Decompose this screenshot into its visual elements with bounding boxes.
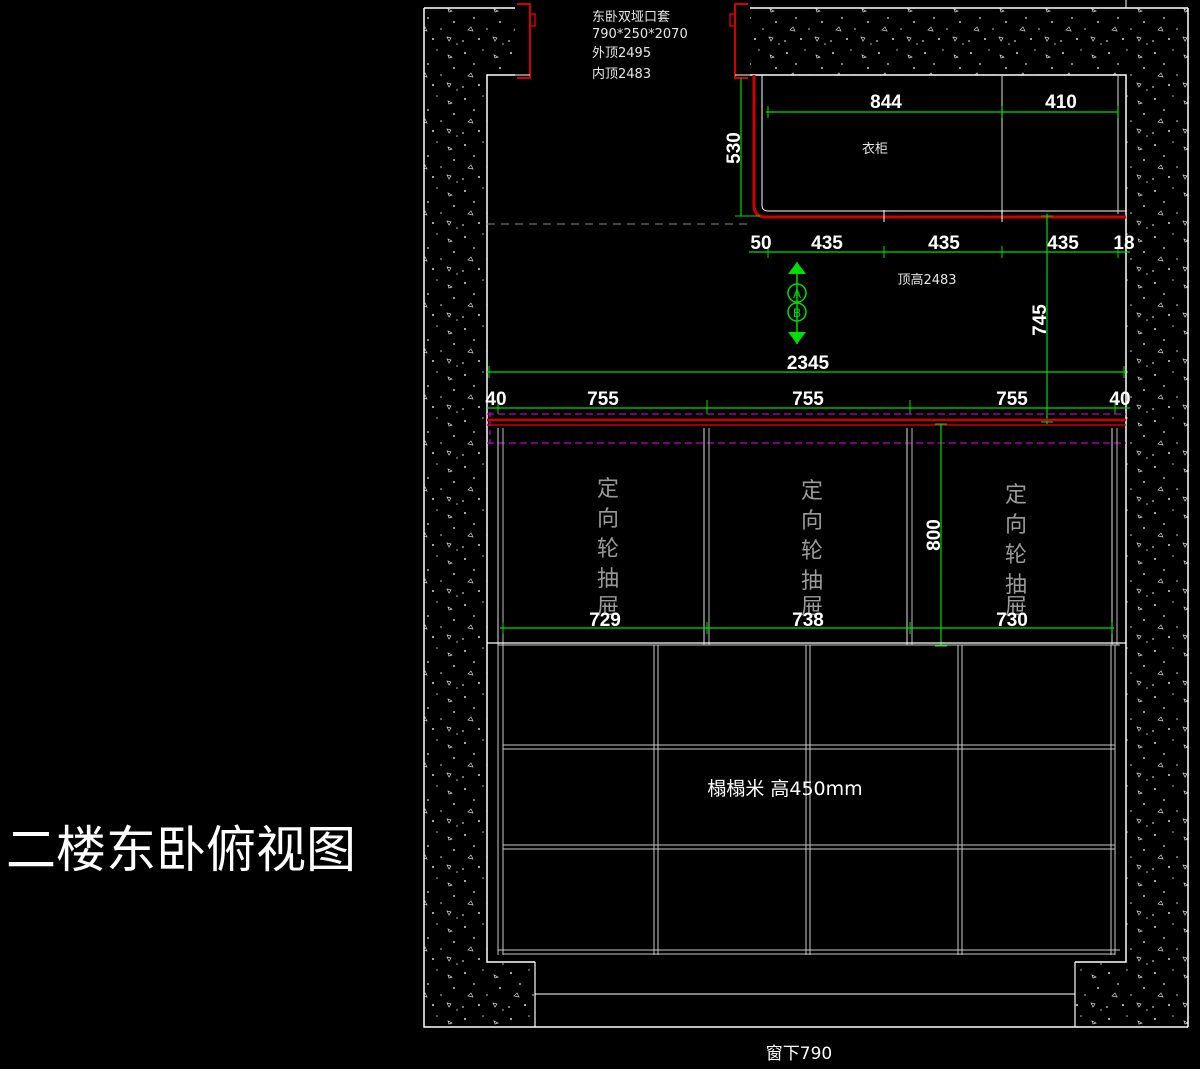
svg-text:抽: 抽 bbox=[801, 569, 823, 594]
window-sill bbox=[534, 962, 1076, 1027]
wall-outer-outline bbox=[423, 8, 1189, 1028]
svg-text:东卧双垭口套: 东卧双垭口套 bbox=[592, 9, 670, 25]
svg-text:轮: 轮 bbox=[801, 539, 823, 564]
svg-text:向: 向 bbox=[597, 507, 619, 532]
page-title: 二楼东卧俯视图 bbox=[6, 821, 356, 879]
svg-text:定: 定 bbox=[1005, 483, 1027, 508]
tatami-grid: 榻榻米 高450mm bbox=[487, 642, 1126, 955]
tatami-edge bbox=[487, 412, 1126, 446]
svg-text:729: 729 bbox=[589, 610, 621, 631]
svg-text:40: 40 bbox=[485, 389, 506, 410]
window-label: 窗下790 bbox=[766, 1044, 832, 1064]
section-marker-icon: A B bbox=[787, 262, 807, 344]
svg-text:抽: 抽 bbox=[597, 567, 619, 592]
svg-text:屉: 屉 bbox=[597, 595, 619, 620]
drawer-label-3: 定 向 轮 抽 屉 bbox=[1005, 483, 1027, 620]
wardrobe-bottom-dim-435b: 435 bbox=[928, 233, 960, 254]
svg-text:790*250*2070: 790*250*2070 bbox=[592, 27, 688, 42]
wall-right bbox=[1126, 8, 1188, 1027]
svg-text:向: 向 bbox=[1005, 513, 1027, 538]
wardrobe: 844 410 衣柜 530 50 435 435 435 18 bbox=[724, 75, 1135, 258]
svg-text:745: 745 bbox=[1030, 304, 1051, 336]
wall-bottom-left bbox=[487, 962, 535, 1027]
svg-text:755: 755 bbox=[792, 389, 824, 410]
svg-text:轮: 轮 bbox=[1005, 543, 1027, 568]
drawer-section: 定 向 轮 抽 屉 定 向 轮 抽 屉 定 向 轮 抽 屉 729 738 73… bbox=[497, 423, 1118, 647]
drawer-label-2: 定 向 轮 抽 屉 bbox=[801, 479, 823, 620]
wardrobe-depth-dim: 530 bbox=[724, 132, 745, 164]
svg-text:730: 730 bbox=[996, 610, 1028, 631]
svg-text:2345: 2345 bbox=[787, 353, 830, 374]
svg-text:向: 向 bbox=[801, 509, 823, 534]
ceiling-height-note: 顶高2483 bbox=[897, 272, 956, 288]
svg-text:抽: 抽 bbox=[1005, 573, 1027, 598]
wardrobe-dim-410: 410 bbox=[1045, 92, 1077, 113]
svg-text:定: 定 bbox=[597, 477, 619, 502]
svg-text:B: B bbox=[793, 306, 801, 320]
svg-text:40: 40 bbox=[1109, 389, 1130, 410]
svg-text:屉: 屉 bbox=[801, 595, 823, 620]
wall-bottom-right bbox=[1075, 962, 1126, 1027]
tatami-label: 榻榻米 高450mm bbox=[707, 778, 862, 800]
svg-text:755: 755 bbox=[996, 389, 1028, 410]
wardrobe-dim-844: 844 bbox=[870, 92, 902, 113]
wall-top-left bbox=[487, 8, 515, 75]
walls bbox=[423, 0, 1189, 1028]
wall-left bbox=[424, 8, 487, 1027]
tatami-total-dimension: 2345 40 755 755 755 40 bbox=[485, 353, 1131, 414]
room-inner-outline bbox=[486, 74, 1127, 963]
gap-dimension: 745 bbox=[1030, 214, 1053, 424]
wardrobe-bottom-dim-435a: 435 bbox=[811, 233, 843, 254]
wardrobe-bottom-dim-18: 18 bbox=[1113, 233, 1134, 254]
drawer-label-1: 定 向 轮 抽 屉 bbox=[597, 477, 619, 620]
door-note: 东卧双垭口套 790*250*2070 外顶2495 内顶2483 bbox=[592, 9, 688, 82]
wall-top-right bbox=[750, 8, 1126, 75]
wardrobe-bottom-dim-435c: 435 bbox=[1047, 233, 1079, 254]
svg-text:800: 800 bbox=[924, 519, 945, 551]
svg-text:内顶2483: 内顶2483 bbox=[592, 66, 651, 82]
svg-text:755: 755 bbox=[587, 389, 619, 410]
svg-text:定: 定 bbox=[801, 479, 823, 504]
svg-text:外顶2495: 外顶2495 bbox=[592, 46, 651, 61]
svg-text:738: 738 bbox=[792, 610, 824, 631]
wardrobe-bottom-dim-50: 50 bbox=[750, 233, 771, 254]
svg-text:轮: 轮 bbox=[597, 537, 619, 562]
wardrobe-label: 衣柜 bbox=[862, 141, 888, 157]
svg-text:A: A bbox=[793, 287, 801, 301]
svg-text:屉: 屉 bbox=[1005, 595, 1027, 620]
